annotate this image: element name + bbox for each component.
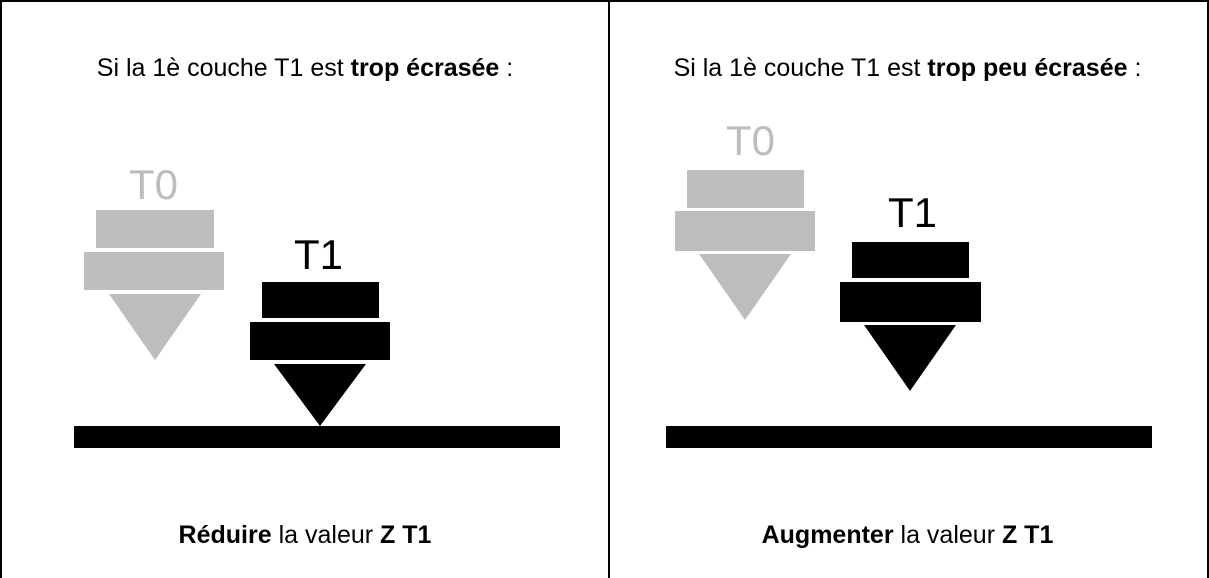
- left-t1-nozzle-heater-block: [250, 322, 390, 360]
- right-t0-nozzle-tip: [699, 254, 791, 320]
- left-t0-label: T0: [129, 161, 179, 208]
- left-t0-nozzle-heater-block: [84, 252, 224, 290]
- left-t0-nozzle-top-block: [96, 210, 214, 248]
- left-action-verb: Réduire: [178, 521, 272, 549]
- left-action-middle: la valeur: [271, 521, 381, 549]
- right-action-target: Z T1: [1001, 521, 1054, 549]
- right-t0-label: T0: [726, 117, 776, 164]
- right-heading-prefix: Si la 1è couche T1 est: [673, 54, 928, 82]
- right-print-bed: [666, 426, 1152, 448]
- left-t1-nozzle-top-block: [262, 282, 379, 318]
- panel-too-little-squished: Si la 1è couche T1 est trop peu écrasée …: [608, 0, 1209, 578]
- left-t0-nozzle-tip: [109, 294, 201, 360]
- right-action-verb: Augmenter: [761, 521, 894, 549]
- right-t1-label: T1: [888, 189, 938, 236]
- left-t1-nozzle-tip: [274, 364, 366, 426]
- right-t1-nozzle-heater-block: [840, 282, 981, 322]
- right-heading: Si la 1è couche T1 est trop peu écrasée …: [608, 54, 1207, 83]
- right-action: Augmenter la valeur Z T1: [608, 521, 1207, 550]
- panel-too-squished: Si la 1è couche T1 est trop écrasée : T0…: [0, 0, 610, 578]
- left-heading-suffix: :: [499, 54, 514, 82]
- right-t1-nozzle-top-block: [852, 242, 969, 278]
- left-heading: Si la 1è couche T1 est trop écrasée :: [2, 54, 608, 83]
- right-t1-nozzle-tip: [864, 325, 956, 391]
- left-t1-label: T1: [294, 231, 344, 278]
- left-action-target: Z T1: [380, 521, 432, 549]
- left-heading-prefix: Si la 1è couche T1 est: [96, 54, 351, 82]
- right-heading-emphasis: trop peu écrasée: [927, 54, 1128, 82]
- left-action: Réduire la valeur Z T1: [2, 521, 608, 550]
- left-print-bed: [74, 426, 560, 448]
- right-t0-nozzle-heater-block: [675, 211, 815, 251]
- right-t0-nozzle-top-block: [687, 170, 804, 208]
- right-heading-suffix: :: [1127, 54, 1142, 82]
- left-heading-emphasis: trop écrasée: [350, 54, 500, 82]
- right-action-middle: la valeur: [893, 521, 1002, 549]
